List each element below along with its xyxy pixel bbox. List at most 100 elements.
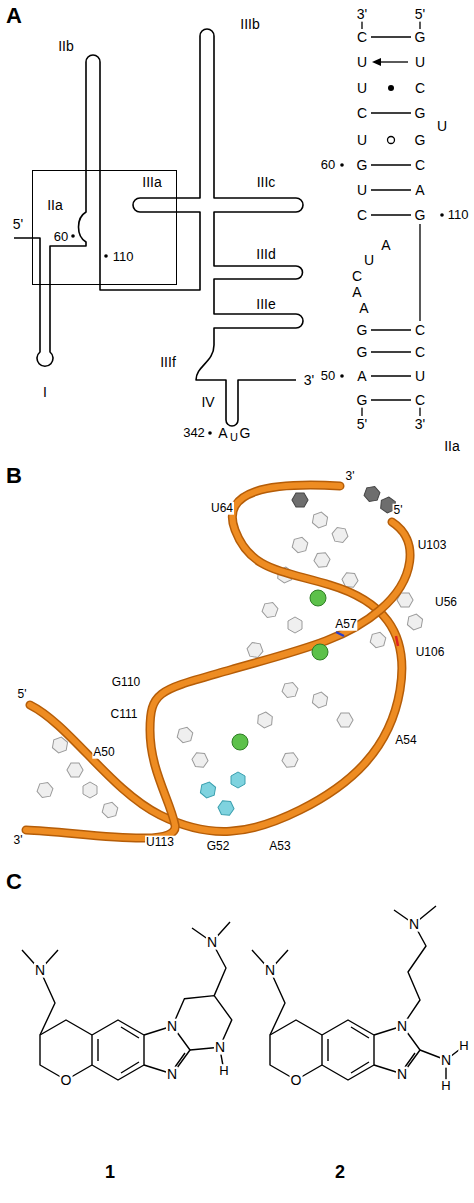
drawing-part xyxy=(419,407,420,416)
nucleotide-letter: A xyxy=(358,301,369,316)
nucleotide-letter: U xyxy=(356,55,368,70)
drawing-part xyxy=(280,750,299,770)
strand-end-label: 5' xyxy=(393,504,404,517)
drawing-part xyxy=(232,734,248,750)
drawing-part xyxy=(369,630,387,649)
nucleotide-letter: A xyxy=(217,426,228,441)
nucleotide-letter: U xyxy=(356,133,368,148)
nucleotide-letter: U xyxy=(356,81,368,96)
nucleotide-letter: C xyxy=(414,323,426,338)
arrow-head xyxy=(372,58,381,66)
region-label: IIIc xyxy=(256,175,277,190)
nucleotide-letter: G xyxy=(356,158,369,173)
region-label: IIIf xyxy=(159,355,177,370)
drawing-part xyxy=(257,711,272,728)
position-dot xyxy=(71,234,75,238)
rna-backbone xyxy=(14,29,303,426)
drawing-part xyxy=(371,164,411,165)
drawing-part xyxy=(36,780,55,800)
rna-schematic xyxy=(14,29,303,426)
drawing-part xyxy=(176,725,194,744)
drawing-part xyxy=(329,524,350,545)
atom-label: N xyxy=(396,1067,408,1082)
residue-label: C111 xyxy=(110,708,139,721)
drawing-part xyxy=(22,950,58,1035)
nucleotide-letter: U xyxy=(436,119,448,134)
drawing-part xyxy=(371,329,411,330)
atom-label: N xyxy=(214,1040,226,1055)
nucleotide-letter: C xyxy=(356,208,368,223)
drawing-part xyxy=(252,950,420,1080)
position-dot xyxy=(104,254,108,258)
drawing-part xyxy=(281,680,300,700)
compound-2-bonds xyxy=(252,906,464,1086)
position-dot xyxy=(208,431,212,435)
compound-number: 1 xyxy=(104,1163,116,1182)
residue-label: U56 xyxy=(434,596,458,609)
callout-number: 342 xyxy=(182,426,206,440)
atom-label: O xyxy=(60,1073,73,1088)
callout-number: 60 xyxy=(53,230,69,244)
atom-label: N xyxy=(166,1019,178,1034)
nucleotide-letter: G xyxy=(414,133,427,148)
nucleotide-letter: G xyxy=(356,393,369,408)
drawing-part xyxy=(101,800,119,819)
drawing-part xyxy=(407,613,424,631)
drawing-part xyxy=(371,36,411,37)
nucleotide-letter: A xyxy=(351,285,362,300)
region-label: IIIe xyxy=(255,297,276,312)
drawing-part xyxy=(312,511,329,529)
atom-label: H xyxy=(218,1064,229,1078)
drawing-part xyxy=(30,485,402,831)
atom-label: H xyxy=(440,1079,451,1093)
drawing-part xyxy=(371,112,411,113)
drawing-part xyxy=(291,535,309,554)
drawing-part xyxy=(65,760,85,781)
region-label: IIId xyxy=(255,247,276,262)
nucleotide-letter: G xyxy=(356,345,369,360)
region-label: IIb xyxy=(57,39,75,54)
compound-number: 2 xyxy=(334,1163,346,1182)
nucleotide-letter: A xyxy=(414,183,425,198)
drawing-part xyxy=(419,21,420,29)
residue-label: A50 xyxy=(92,746,115,759)
residue-label: A53 xyxy=(268,840,291,853)
residue-label: U103 xyxy=(417,539,448,552)
nucleotide-letter: U xyxy=(414,369,426,384)
drawing-part xyxy=(270,1020,322,1080)
drawing-part xyxy=(312,644,328,660)
residue-label: G110 xyxy=(111,676,141,689)
strand-end-label: 3' xyxy=(13,834,24,847)
region-label: IIa xyxy=(46,198,64,213)
strand-end-label: 5' xyxy=(17,688,28,701)
drawing-part xyxy=(290,490,310,511)
strand-end-label: 3' xyxy=(345,470,356,483)
drawing-part xyxy=(371,351,411,352)
drawing-part xyxy=(371,189,411,190)
atom-label: N xyxy=(206,935,218,950)
drawing-part xyxy=(388,137,395,144)
region-label: IV xyxy=(200,395,215,410)
atom-mark xyxy=(336,632,344,636)
drawing-part xyxy=(261,600,280,620)
region-label: I xyxy=(42,385,48,400)
strand-end-label: 3' xyxy=(356,7,368,22)
callout-number: 110 xyxy=(447,208,470,222)
nucleotide-letter: G xyxy=(414,208,427,223)
atom-label: O xyxy=(290,1073,303,1088)
drawing-part xyxy=(216,797,237,818)
nucleotide-letter: U xyxy=(229,432,239,444)
nucleotide-letter: C xyxy=(356,30,368,45)
atom-label: N xyxy=(34,963,46,978)
drawing-part xyxy=(328,1027,369,1073)
atom-label: N xyxy=(396,1019,408,1034)
compound-1-bonds xyxy=(22,922,232,1080)
strand-end-label: 5' xyxy=(12,217,24,232)
drawing-part xyxy=(310,590,326,606)
drawing-part xyxy=(361,407,362,416)
nucleotide-letter: C xyxy=(356,106,368,121)
atom-label: N xyxy=(166,1067,178,1082)
residue-label: U113 xyxy=(145,836,175,849)
magnesium-ions xyxy=(232,590,328,750)
